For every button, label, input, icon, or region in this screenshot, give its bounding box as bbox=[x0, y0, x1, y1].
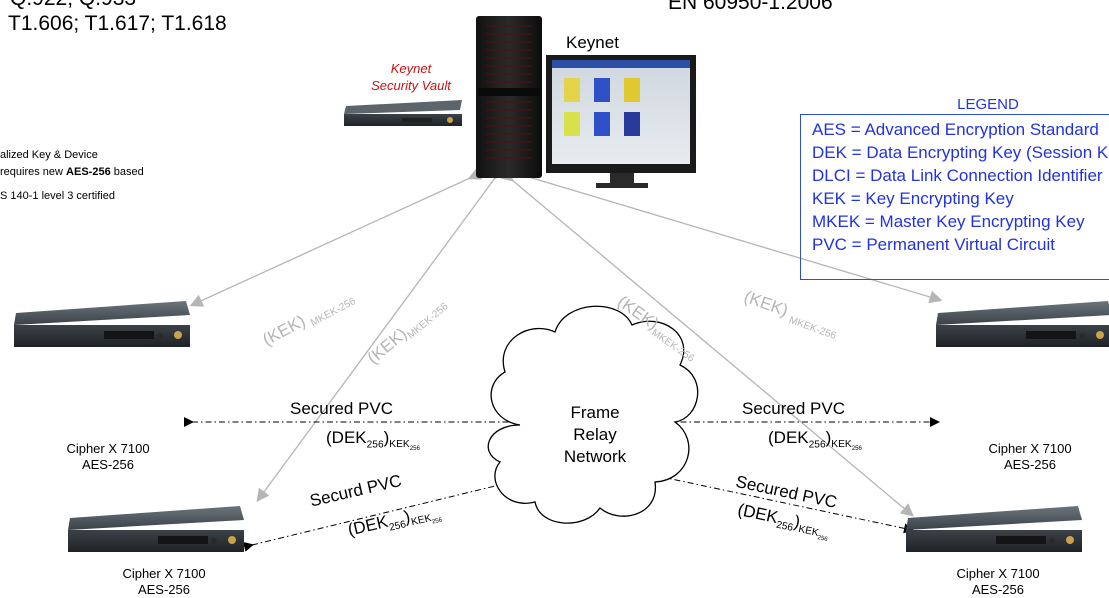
cipher-device-1 bbox=[14, 301, 190, 347]
frame-relay-network-label: Frame Relay Network bbox=[563, 403, 627, 466]
standards-left-line1: Q.922; Q.933 bbox=[10, 0, 136, 11]
legend-item: DEK = Data Encrypting Key (Session Key) bbox=[812, 143, 1109, 162]
cipher-device-2 bbox=[68, 506, 244, 552]
pvc-label-top-right: Secured PVC bbox=[742, 399, 845, 418]
legend-item: AES = Advanced Encryption Standard bbox=[812, 120, 1099, 139]
pvc-label-top-left: Secured PVC bbox=[290, 399, 393, 418]
security-vault-label: Keynet Security Vault bbox=[371, 61, 451, 93]
standards-left-line2: T1.606; T1.617; T1.618 bbox=[8, 12, 227, 35]
note-line1: alized Key & Device bbox=[0, 149, 98, 161]
keynet-label: Keynet bbox=[566, 33, 619, 52]
legend-item: MKEK = Master Key Encrypting Key bbox=[812, 212, 1085, 231]
cipher-device-3 bbox=[936, 301, 1109, 347]
legend-item: PVC = Permanent Virtual Circuit bbox=[812, 235, 1055, 254]
dek-label-top-left: (DEK256)KEK256 bbox=[326, 428, 420, 453]
legend-title: LEGEND bbox=[957, 96, 1019, 113]
legend-item: KEK = Key Encrypting Key bbox=[812, 189, 1014, 208]
note-line3: S 140-1 level 3 certified bbox=[0, 190, 115, 202]
dek-label-top-right: (DEK256)KEK256 bbox=[768, 428, 862, 453]
legend-item: DLCI = Data Link Connection Identifier bbox=[812, 166, 1103, 185]
cipher-device-4 bbox=[906, 506, 1082, 552]
kek-lines bbox=[189, 165, 943, 517]
legend-box bbox=[800, 114, 1109, 280]
pvc-lines bbox=[184, 417, 940, 552]
standards-right: EN 60950-1:2006 bbox=[668, 0, 833, 14]
security-vault-device bbox=[344, 100, 462, 126]
keynet-monitor bbox=[546, 55, 696, 188]
keynet-server-tower bbox=[476, 16, 542, 178]
note-line2: requires new AES-256 based bbox=[0, 166, 144, 178]
frame-relay-cloud bbox=[487, 305, 699, 524]
